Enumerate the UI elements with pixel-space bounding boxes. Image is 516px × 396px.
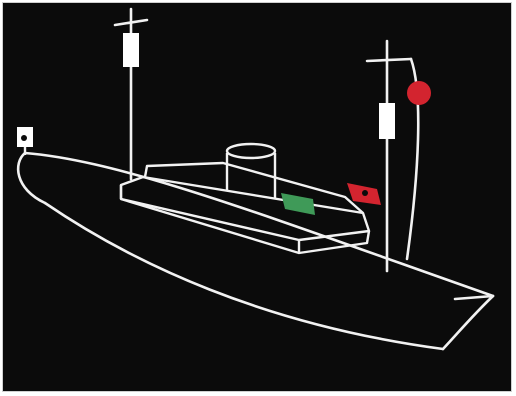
port-sidelight-dot [362,190,368,196]
starboard-sidelight [281,193,315,215]
aft-masthead-light [379,103,395,139]
hull [18,153,493,349]
fore-masthead-light [123,33,139,67]
hull-bow [443,296,493,349]
funnel-top [227,144,275,158]
sternlight-dot [21,135,27,141]
aft-mast-yard [367,59,411,61]
aft-mast [367,41,418,271]
ship-lights-illustration [3,3,511,391]
superstructure [121,144,369,253]
deckhouse-base [121,199,299,253]
hull-stem-detail [455,296,493,299]
illustration-frame [2,2,512,392]
hull-stern [18,153,45,203]
hull-sheer-line [25,153,493,296]
all-round-light [407,81,431,105]
stern-flagstaff [17,127,33,155]
hull-keel-line [45,203,443,349]
